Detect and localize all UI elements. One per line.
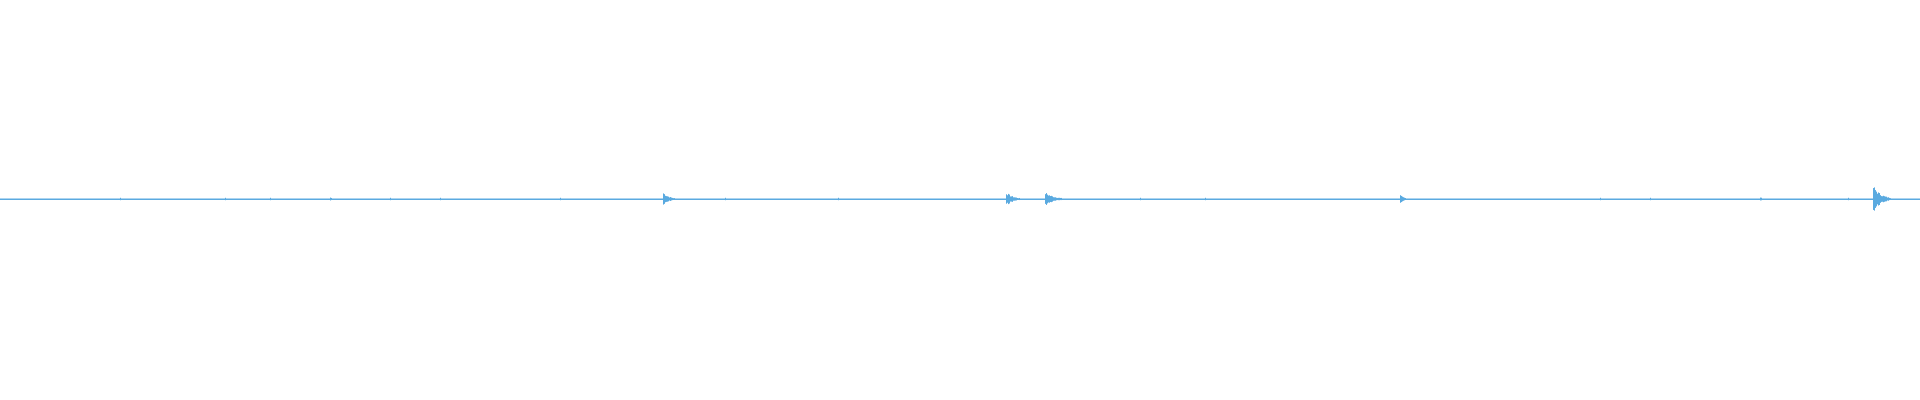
- waveform-peak: [1888, 197, 1889, 201]
- waveform-peak: [1883, 195, 1884, 203]
- waveform-peak: [725, 197, 726, 201]
- waveform-peak: [1874, 187, 1875, 211]
- waveform-peak: [1046, 193, 1047, 205]
- waveform-peak: [1878, 192, 1879, 206]
- waveform-peak: [120, 197, 121, 201]
- waveform-peak: [1053, 197, 1054, 201]
- waveform-peak: [838, 197, 839, 201]
- waveform-peak: [1056, 197, 1057, 201]
- waveform-peak: [1012, 196, 1013, 202]
- waveform-peak: [672, 197, 673, 201]
- waveform-peak: [270, 197, 271, 201]
- waveform-peak: [1006, 194, 1007, 204]
- waveform-peak: [1650, 197, 1651, 201]
- waveform-peak: [1403, 197, 1404, 201]
- waveform-peak: [1054, 197, 1055, 201]
- waveform-peak: [1402, 196, 1403, 202]
- waveform-peak: [669, 197, 670, 201]
- waveform-peak: [1017, 197, 1018, 201]
- waveform-peak: [1055, 197, 1056, 201]
- waveform-peaks: [120, 187, 1891, 211]
- waveform-peak: [1873, 188, 1874, 210]
- waveform-peak: [674, 198, 675, 200]
- waveform-peak: [1019, 197, 1020, 201]
- waveform-peak: [1014, 197, 1015, 201]
- waveform-peak: [1010, 196, 1011, 202]
- waveform-peak: [1887, 197, 1888, 201]
- waveform-peak: [671, 197, 672, 201]
- waveform-peak: [1016, 197, 1017, 201]
- waveform-peak: [1761, 197, 1762, 201]
- waveform-peak: [1059, 197, 1060, 201]
- waveform-peak: [1760, 197, 1761, 201]
- waveform-peak: [665, 195, 666, 203]
- waveform-peak: [1060, 197, 1061, 201]
- waveform-peak: [1008, 193, 1009, 205]
- waveform-peak: [1050, 196, 1051, 202]
- waveform-peak: [1049, 195, 1050, 203]
- waveform-peak: [1405, 198, 1406, 200]
- waveform-peak: [225, 197, 226, 201]
- waveform-peak: [1058, 197, 1059, 201]
- waveform-peak: [663, 193, 664, 205]
- waveform-peak: [1885, 196, 1886, 202]
- waveform-peak: [668, 196, 669, 202]
- waveform-peak: [1889, 197, 1890, 201]
- waveform-peak: [1882, 196, 1883, 202]
- waveform-peak: [560, 197, 561, 201]
- waveform-peak: [1877, 193, 1878, 205]
- waveform-peak: [1890, 198, 1891, 200]
- waveform-peak: [1013, 197, 1014, 201]
- waveform-peak: [667, 196, 668, 202]
- waveform-peak: [1884, 196, 1885, 202]
- waveform-peak: [1848, 197, 1849, 201]
- waveform-peak: [1061, 197, 1062, 201]
- waveform-peak: [1886, 196, 1887, 202]
- waveform-peak: [440, 197, 441, 201]
- waveform-peak: [1875, 190, 1876, 208]
- waveform-peak: [390, 197, 391, 201]
- waveform-peak: [1880, 195, 1881, 203]
- waveform-peak: [664, 194, 665, 204]
- waveform-peak: [1009, 194, 1010, 204]
- waveform-peak: [1045, 194, 1046, 204]
- waveform-peak: [1051, 195, 1052, 203]
- waveform-peak: [1140, 197, 1141, 201]
- waveform-peak: [1007, 195, 1008, 203]
- waveform-peak: [670, 197, 671, 201]
- waveform-peak: [1600, 197, 1601, 201]
- waveform-peak: [331, 197, 332, 201]
- waveform-peak: [673, 198, 674, 200]
- waveform-peak: [1400, 195, 1401, 203]
- waveform-peak: [1881, 196, 1882, 202]
- waveform-peak: [1876, 191, 1877, 207]
- waveform-peak: [1015, 197, 1016, 201]
- waveform-peak: [1018, 198, 1019, 200]
- waveform-peak: [1052, 196, 1053, 202]
- waveform-peak: [666, 196, 667, 202]
- waveform-peak: [1011, 196, 1012, 202]
- waveform-peak: [1401, 195, 1402, 203]
- waveform-peak: [1879, 193, 1880, 205]
- waveform-peak: [1048, 195, 1049, 203]
- waveform-peak: [1205, 197, 1206, 201]
- waveform-peak: [1047, 194, 1048, 204]
- waveform-peak: [330, 197, 331, 201]
- waveform-baseline: [0, 198, 1920, 200]
- waveform-peak: [1404, 197, 1405, 201]
- waveform-peak: [1057, 197, 1058, 201]
